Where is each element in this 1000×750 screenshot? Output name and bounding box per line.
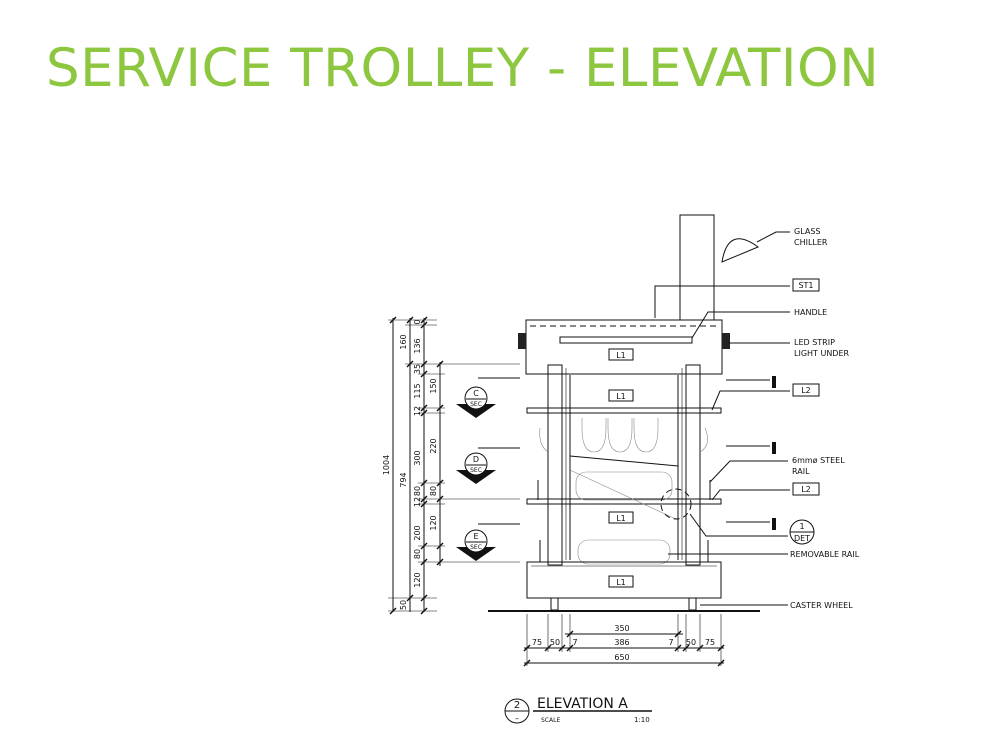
handle-bar — [559, 336, 693, 344]
dim-top-height: 160 — [399, 334, 408, 349]
view-number: 2 — [514, 700, 520, 711]
callouts: GLASS CHILLER ST1 HANDLE LED STRIP LIGHT… — [654, 227, 860, 610]
callout-led-strip-line1: LED STRIP — [794, 338, 835, 347]
vertical-dimensions: 1004 794 160 0 136 35 115 12 300 80 12 2… — [382, 316, 520, 615]
callout-l2-lower: L2 — [801, 485, 811, 494]
dim-inner-10: 120 — [413, 572, 422, 587]
glass-chiller-column — [679, 214, 715, 321]
dim-inner-3: 115 — [413, 383, 422, 398]
caster-wheel-left — [550, 597, 559, 611]
post-left — [547, 364, 563, 566]
led-strip-left — [518, 333, 526, 349]
scale-value: 1:10 — [634, 716, 650, 724]
dim-inner-1: 136 — [413, 338, 422, 353]
callout-l2-upper: L2 — [801, 386, 811, 395]
detail-marker-number: 1 — [799, 522, 804, 531]
scale-label: SCALE — [541, 717, 560, 724]
view-label: 2 – ELEVATION A SCALE 1:10 — [504, 696, 652, 724]
dim-inner-0: 0 — [413, 319, 422, 324]
callout-removable-rail: REMOVABLE RAIL — [790, 550, 860, 559]
dim-overall-width: 650 — [614, 653, 629, 662]
callout-glass-chiller-line1: GLASS — [794, 227, 820, 236]
dim-row2-1: 50 — [550, 638, 560, 647]
section-marker-c-letter: C — [473, 389, 479, 398]
callout-steel-rail-line1: 6mmø STEEL — [792, 456, 845, 465]
detail-circle — [660, 488, 692, 520]
panel-tag-1: L1 — [616, 351, 626, 360]
trolley-body — [488, 214, 760, 612]
view-sheet: – — [515, 714, 519, 723]
dim-row2-2: 7 — [572, 638, 577, 647]
dim-outer-2: 80 — [429, 486, 438, 496]
callout-steel-rail-line2: RAIL — [792, 467, 810, 476]
callout-st1: ST1 — [798, 281, 813, 290]
callout-handle: HANDLE — [794, 308, 827, 317]
dim-inner-7: 12 — [413, 497, 422, 507]
dim-outer-3: 120 — [429, 515, 438, 530]
dim-inner-4: 12 — [413, 406, 422, 416]
section-marker-d-letter: D — [473, 455, 479, 464]
section-marker-e-letter: E — [473, 532, 478, 541]
callout-caster-wheel: CASTER WHEEL — [790, 601, 853, 610]
section-markers: C SEC D SEC E SEC — [456, 377, 520, 561]
slide-title: SERVICE TROLLEY - ELEVATION — [46, 38, 880, 99]
caster-wheel-right — [688, 597, 697, 611]
dim-body-height: 794 — [399, 472, 408, 487]
dim-row1: 350 — [614, 624, 629, 633]
dim-row2-5: 50 — [686, 638, 696, 647]
dim-row2-3: 386 — [614, 638, 629, 647]
shelf-upper — [526, 407, 722, 414]
top-counter — [525, 319, 723, 375]
dim-overall-height: 1004 — [382, 455, 391, 475]
dim-inner-8: 200 — [413, 525, 422, 540]
detail-marker-ref: DET — [794, 534, 810, 543]
section-marker-e-ref: SEC — [470, 544, 482, 551]
dim-row2-6: 75 — [705, 638, 715, 647]
dim-outer-0: 150 — [429, 378, 438, 393]
dim-outer-1: 220 — [429, 438, 438, 453]
dim-inner-6: 80 — [413, 486, 422, 496]
callout-led-strip-line2: LIGHT UNDER — [794, 349, 850, 358]
callout-glass-chiller-line2: CHILLER — [794, 238, 828, 247]
dim-inner-5: 300 — [413, 450, 422, 465]
horizontal-dimensions: 350 75 50 7 386 7 50 75 650 — [523, 614, 725, 667]
post-right — [685, 364, 701, 566]
section-marker-d-ref: SEC — [470, 467, 482, 474]
panel-tag-2: L1 — [616, 392, 626, 401]
dim-inner-9: 80 — [413, 549, 422, 559]
dim-inner-11: 50 — [399, 600, 408, 610]
section-marker-c-ref: SEC — [470, 401, 482, 408]
panel-tag-4: L1 — [616, 578, 626, 587]
dim-row2-4: 7 — [668, 638, 673, 647]
panel-tag-3: L1 — [616, 514, 626, 523]
panel-tags: L1 L1 L1 L1 — [608, 348, 634, 588]
dim-row2-0: 75 — [532, 638, 542, 647]
dim-inner-2: 35 — [413, 364, 422, 374]
base-cabinet — [526, 561, 722, 599]
view-title: ELEVATION A — [537, 696, 628, 712]
led-strip-right — [722, 333, 730, 349]
